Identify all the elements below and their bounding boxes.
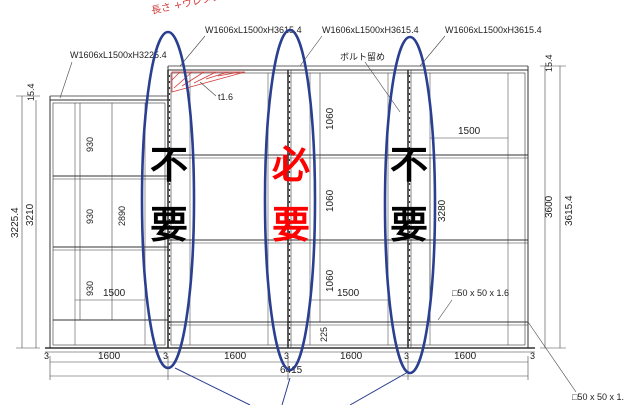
dim-left-cell-3: 930 bbox=[85, 281, 95, 296]
ellipse-left bbox=[140, 30, 196, 370]
dim-center-bottom: 225 bbox=[319, 327, 329, 342]
right-label-char-1: 不 bbox=[390, 143, 428, 187]
dim-left-cell-1: 930 bbox=[85, 137, 95, 152]
ellipse-center bbox=[263, 28, 317, 372]
callout-member-spec-cut: □50 x 50 x 1. bbox=[572, 392, 624, 402]
callout-panel-spec-4: W1606xL1500xH3615.4 bbox=[445, 25, 542, 35]
dim-bay-3: 1600 bbox=[340, 351, 363, 362]
dim-left-cell-2: 930 bbox=[85, 209, 95, 224]
dimension-lines bbox=[16, 35, 577, 405]
callout-thickness-note: t1.6 bbox=[218, 92, 233, 102]
dim-bay-4: 1600 bbox=[454, 351, 477, 362]
dim-left-inner: 3210 bbox=[25, 203, 36, 226]
dim-right-bay: 1500 bbox=[458, 126, 481, 137]
callout-left-panel-spec: W1606xL1500xH3225.4 bbox=[70, 50, 167, 60]
dim-center-bay: 1500 bbox=[337, 288, 360, 299]
dim-left-span: 2890 bbox=[117, 206, 127, 226]
dim-gap-5: 3 bbox=[530, 351, 535, 361]
handwritten-note: 長さ +ウレタン bbox=[150, 0, 222, 17]
dim-gap-4: 3 bbox=[404, 351, 409, 361]
dim-left-total: 3225.4 bbox=[10, 207, 21, 238]
highlight-ellipses bbox=[140, 28, 437, 375]
callouts: W1606xL1500xH3225.4 W1606xL1500xH3615.4 … bbox=[70, 0, 624, 402]
ellipse-right bbox=[383, 35, 437, 375]
center-label-char-1: 必 bbox=[272, 143, 310, 187]
left-label-char-2: 要 bbox=[150, 203, 188, 247]
dim-bay-1: 1600 bbox=[98, 351, 121, 362]
big-labels: 不 要 必 要 不 要 bbox=[150, 143, 428, 247]
center-label-char-2: 要 bbox=[272, 203, 310, 247]
dim-left-bay: 1500 bbox=[103, 288, 126, 299]
dim-gap-2: 3 bbox=[163, 351, 168, 361]
callout-panel-spec-3: W1606xL1500xH3615.4 bbox=[322, 25, 419, 35]
callout-bolt-note: ボルト留め bbox=[340, 51, 385, 62]
dim-right-top-small: 15.4 bbox=[544, 54, 554, 72]
frame-structure bbox=[45, 65, 535, 353]
callout-panel-spec-2: W1606xL1500xH3615.4 bbox=[205, 25, 302, 35]
dim-right-span: 3280 bbox=[437, 199, 448, 222]
dim-gap-1: 3 bbox=[44, 351, 49, 361]
dim-left-top-small: 15.4 bbox=[26, 83, 36, 101]
dim-right-total: 3615.4 bbox=[564, 195, 575, 226]
dim-gap-3: 3 bbox=[284, 351, 289, 361]
right-label-char-2: 要 bbox=[390, 203, 428, 247]
dim-center-cell-3: 1060 bbox=[325, 269, 336, 292]
dim-center-cell-2: 1060 bbox=[325, 189, 336, 212]
callout-member-spec: □50 x 50 x 1.6 bbox=[452, 288, 509, 298]
dim-right-inner: 3600 bbox=[544, 195, 555, 218]
dim-center-cell-1: 1060 bbox=[325, 107, 336, 130]
insulation-hatch bbox=[171, 71, 246, 93]
dim-bay-2: 1600 bbox=[224, 351, 247, 362]
left-label-char-1: 不 bbox=[150, 143, 188, 187]
